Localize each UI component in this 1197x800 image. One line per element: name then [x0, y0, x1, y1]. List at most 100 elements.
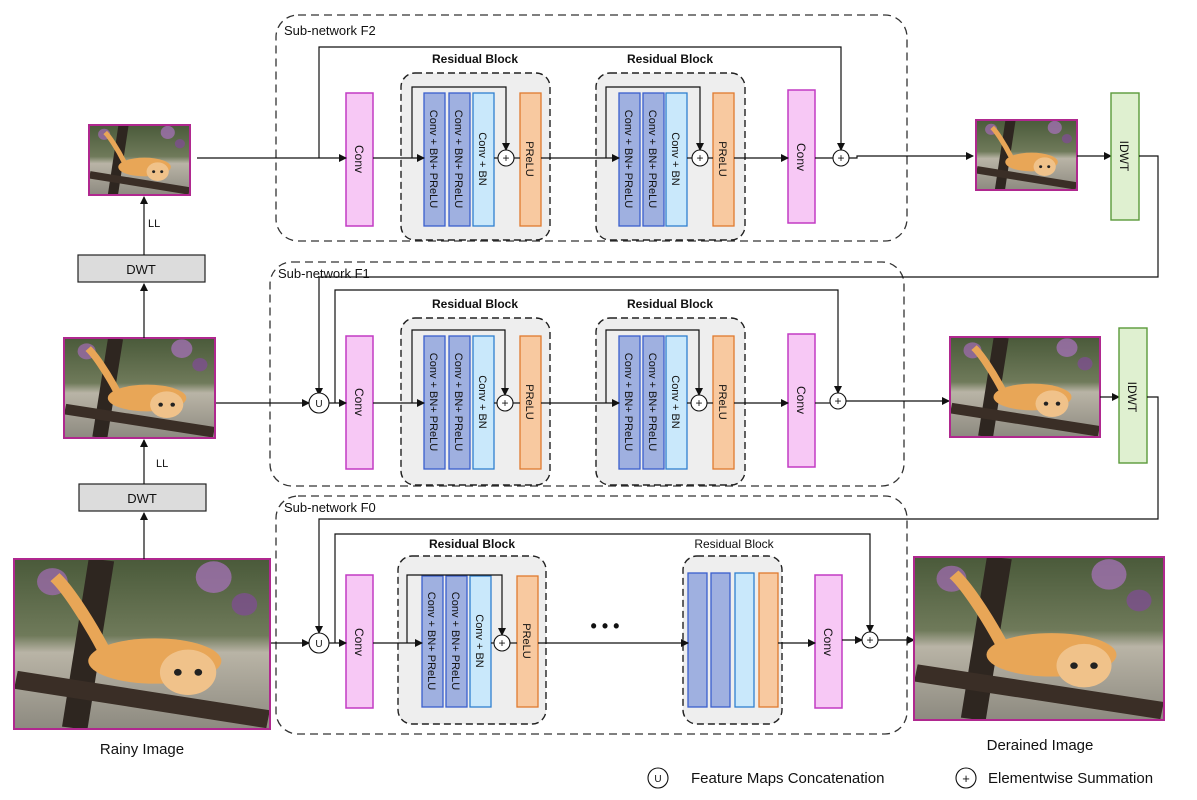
- sum-node: [493, 634, 511, 652]
- unit-label: Conv + BN: [476, 375, 488, 429]
- conv-label: Conv: [352, 145, 366, 173]
- sum-symbol: +: [696, 151, 703, 165]
- unit-label: Conv + BN+ PReLU: [449, 592, 461, 690]
- output-f1-image: [950, 337, 1100, 438]
- conv-block: [787, 333, 816, 468]
- image-frame: [88, 124, 191, 196]
- row-f0: Residual Block Residual Block Conv Conv …: [13, 533, 1165, 730]
- prelu-block: [516, 575, 539, 708]
- concat-symbol: U: [315, 639, 322, 650]
- sum-legend-icon: [955, 767, 977, 789]
- idwt-block: [1118, 327, 1148, 464]
- input-ll2-image: [89, 125, 190, 196]
- dwt-column: DWT LL DWT LL: [77, 196, 207, 559]
- conv-block: [345, 92, 374, 227]
- conv-bn-prelu-unit: [710, 572, 731, 708]
- conv-bn-prelu-unit: [448, 335, 471, 470]
- unit-label: Conv + BN+ PReLU: [646, 110, 658, 208]
- sum-symbol: +: [498, 636, 505, 650]
- conv-block: [345, 574, 374, 709]
- sum-symbol: +: [501, 396, 508, 410]
- conv-label: Conv: [352, 388, 366, 416]
- prelu-label: PReLU: [523, 384, 535, 420]
- derained-image-caption: Derained Image: [987, 737, 1094, 754]
- conv-label: Conv: [794, 386, 808, 414]
- subnet-f1-frame: [269, 261, 905, 487]
- ll-label: LL: [156, 458, 168, 470]
- sum-node: [832, 149, 850, 167]
- unit-label: Conv + BN+ PReLU: [425, 592, 437, 690]
- dwt-block: [78, 483, 207, 512]
- conv-bn-unit: [734, 572, 755, 708]
- output-f2-image: [976, 120, 1077, 191]
- sum-node: [497, 149, 515, 167]
- sum-node: [691, 149, 709, 167]
- conv-label: Conv: [821, 628, 835, 656]
- conv-bn-prelu-unit: [448, 92, 471, 227]
- legend-concat-label: Feature Maps Concatenation: [691, 770, 884, 787]
- sum-node: [496, 394, 514, 412]
- conv-block: [814, 574, 843, 709]
- subnet-f0-frame: [275, 495, 908, 735]
- conv-label: Conv: [352, 628, 366, 656]
- sum-symbol: +: [502, 151, 509, 165]
- image-frame: [949, 336, 1101, 438]
- sum-symbol: +: [866, 633, 873, 647]
- sum-symbol: +: [695, 396, 702, 410]
- unit-label: Conv + BN+ PReLU: [622, 353, 634, 451]
- rainy-image-caption: Rainy Image: [100, 741, 184, 758]
- legend: U Feature Maps Concatenation + Elementwi…: [647, 767, 1153, 789]
- unit-label: Conv + BN+ PReLU: [452, 353, 464, 451]
- unit-label: Conv + BN+ PReLU: [427, 110, 439, 208]
- prelu-block: [519, 92, 542, 227]
- ellipsis: • • •: [591, 616, 620, 636]
- prelu-label: PReLU: [523, 141, 535, 177]
- residual-block-label: Residual Block: [432, 297, 518, 311]
- unit-label: Conv + BN: [476, 132, 488, 186]
- derained-output-image: [914, 556, 1164, 720]
- conv-bn-prelu-unit: [445, 575, 468, 708]
- concat-symbol: U: [315, 399, 322, 410]
- image-frame: [63, 337, 216, 439]
- unit-label: Conv + BN: [669, 132, 681, 186]
- prelu-block: [758, 572, 779, 708]
- unit-label: Conv + BN+ PReLU: [646, 353, 658, 451]
- sum-node: [861, 631, 879, 649]
- input-ll1-image: [64, 338, 215, 439]
- subnet-f2-frame: [275, 14, 908, 242]
- residual-block-label: Residual Block: [627, 52, 713, 66]
- conv-bn-prelu-unit: [642, 335, 665, 470]
- residual-block-label: Residual Block: [432, 52, 518, 66]
- sum-symbol: +: [834, 394, 841, 408]
- concat-node: [308, 632, 330, 654]
- idwt-label: IDWT: [1125, 382, 1139, 413]
- subnet-f2-label: Sub-network F2: [284, 23, 376, 38]
- image-frame: [975, 119, 1078, 191]
- conv-bn-unit: [665, 92, 688, 227]
- residual-block-label: Residual Block: [694, 537, 774, 551]
- concat-symbol: U: [654, 774, 661, 785]
- legend-sum-label: Elementwise Summation: [988, 770, 1153, 787]
- sum-node: [829, 392, 847, 410]
- sum-symbol: +: [962, 771, 970, 786]
- subnet-f0-label: Sub-network F0: [284, 500, 376, 515]
- conv-block: [345, 335, 374, 470]
- sum-node: [690, 394, 708, 412]
- conv-bn-prelu-unit: [687, 572, 708, 708]
- row-f1: Residual Block Residual Block Conv Conv …: [63, 289, 1159, 634]
- prelu-block: [712, 92, 735, 227]
- image-frame: [913, 556, 1165, 721]
- row-f2: Residual Block Residual Block Conv Conv …: [88, 46, 1159, 396]
- concat-node: [308, 392, 330, 414]
- subnet-f1-label: Sub-network F1: [278, 266, 370, 281]
- prelu-label: PReLU: [716, 141, 728, 177]
- conv-bn-unit: [472, 92, 495, 227]
- ll-label: LL: [148, 218, 160, 230]
- unit-label: Conv + BN: [473, 614, 485, 668]
- residual-block: [682, 555, 783, 725]
- conv-bn-prelu-unit: [642, 92, 665, 227]
- prelu-label: PReLU: [520, 623, 532, 659]
- sum-symbol: +: [837, 151, 844, 165]
